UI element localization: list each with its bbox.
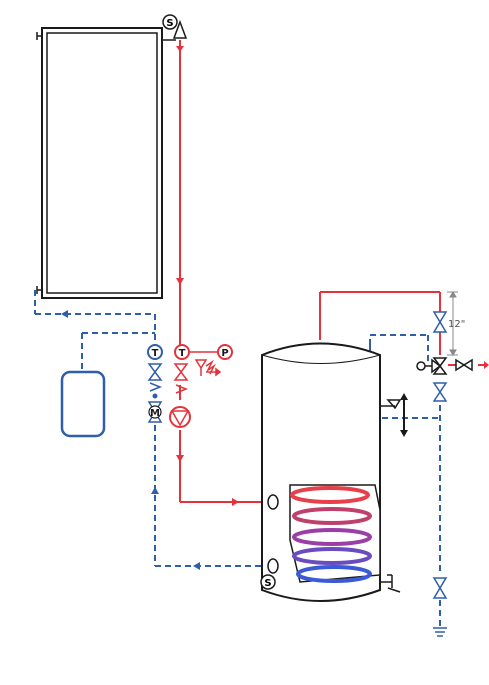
- mixing-valve-icon: [416, 357, 448, 375]
- dimension-label: 12": [448, 319, 465, 330]
- flow-thermometer: T: [174, 344, 218, 360]
- hot-supply-line: [179, 40, 484, 503]
- hot-outlet-valve-icon: [432, 311, 448, 333]
- flow-meter-label: M: [150, 408, 160, 419]
- solar-collector: [36, 27, 176, 299]
- cold-supply-valve-icon: [432, 577, 448, 599]
- dimension-marker: [447, 291, 458, 356]
- air-vent-icon: [172, 19, 188, 39]
- flow-check-valve-icon: [175, 384, 189, 394]
- collector-sensor: S: [162, 14, 178, 30]
- tank-sensor-label: S: [264, 578, 271, 589]
- return-check-valve-icon: [149, 382, 163, 392]
- return-thermometer: T: [147, 344, 163, 360]
- mixed-outlet-valve-icon: [455, 358, 473, 372]
- flow-ball-valve-icon: [173, 363, 189, 381]
- coil-inlet-port: [267, 494, 279, 510]
- flow-meter: M: [147, 401, 163, 423]
- cold-flow-arrows: [61, 310, 200, 570]
- coil-outlet-port: [267, 558, 279, 574]
- return-ball-valve-icon: [147, 363, 163, 381]
- expansion-tank: [60, 370, 106, 438]
- cold-inlet-valve-icon: [432, 382, 448, 402]
- return-junction-dot: [152, 393, 158, 399]
- heat-exchanger-coil: [289, 484, 381, 583]
- flow-thermometer-label: T: [179, 348, 186, 359]
- collector-sensor-label: S: [166, 18, 173, 29]
- safety-valve-icon: [194, 359, 222, 377]
- pressure-gauge: P: [217, 344, 233, 360]
- return-thermometer-label: T: [152, 348, 159, 359]
- tank-drain-valve-icon: [380, 574, 401, 593]
- tank-sensor: S: [260, 574, 276, 590]
- ground-icon: [433, 627, 447, 637]
- pressure-gauge-label: P: [221, 348, 228, 359]
- relief-valve-icon: [380, 393, 408, 437]
- circulator-pump-icon: [169, 406, 191, 428]
- hot-flow-arrows: [176, 46, 489, 506]
